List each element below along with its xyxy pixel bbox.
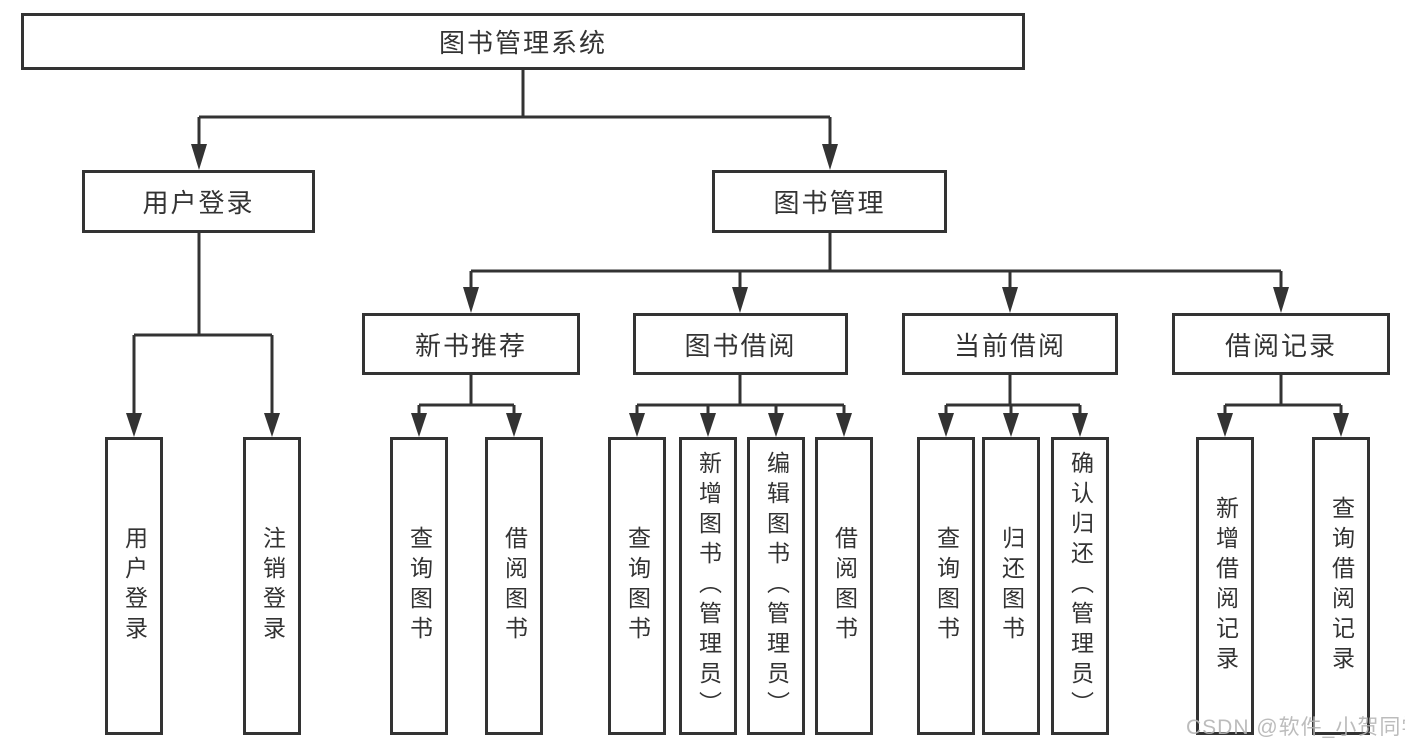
connector-new-book <box>417 375 516 417</box>
connector-book-borrow <box>635 375 846 417</box>
connector-borrow-records <box>1223 375 1343 417</box>
leaf-user-login-label: 用户登录 <box>121 526 148 646</box>
node-book-borrow: 图书借阅 <box>633 313 848 375</box>
node-book-borrow-label: 图书借阅 <box>684 330 797 361</box>
leaf-query-books-recommend-label: 查询图书 <box>406 526 433 646</box>
leaf-query-books-borrow-label: 查询图书 <box>624 526 651 646</box>
node-book-management: 图书管理 <box>712 170 947 233</box>
leaf-borrow-books-recommend-label: 借阅图书 <box>501 526 528 646</box>
leaf-query-books-borrow: 查询图书 <box>608 437 666 735</box>
node-user-login: 用户登录 <box>82 170 315 233</box>
node-borrow-records-label: 借阅记录 <box>1224 330 1337 361</box>
leaf-add-borrow-record: 新增借阅记录 <box>1196 437 1254 735</box>
leaf-borrow-books-borrow: 借阅图书 <box>815 437 873 735</box>
node-current-borrow-label: 当前借阅 <box>953 330 1066 361</box>
node-new-book-recommend: 新书推荐 <box>362 313 580 375</box>
connector-user-login <box>132 233 274 416</box>
node-user-login-label: 用户登录 <box>142 188 255 218</box>
leaf-query-books-current-label: 查询图书 <box>933 526 960 646</box>
node-root-label: 图书管理系统 <box>438 28 607 58</box>
node-borrow-records: 借阅记录 <box>1172 313 1390 375</box>
leaf-return-book-label: 归还图书 <box>998 526 1025 646</box>
csdn-watermark: CSDN @软件_小贺同学 <box>1186 716 1405 739</box>
leaf-query-borrow-record-label: 查询借阅记录 <box>1328 496 1355 676</box>
leaf-borrow-books-borrow-label: 借阅图书 <box>831 526 858 646</box>
leaf-query-books-current: 查询图书 <box>917 437 975 735</box>
leaf-logout: 注销登录 <box>243 437 301 735</box>
connector-root <box>197 70 832 147</box>
leaf-add-borrow-record-label: 新增借阅记录 <box>1212 496 1239 676</box>
leaf-query-books-recommend: 查询图书 <box>390 437 448 735</box>
arrowheads <box>126 144 1349 437</box>
leaf-logout-label: 注销登录 <box>259 526 286 646</box>
leaf-edit-book-admin-label: 编辑图书（管理员） <box>763 451 790 721</box>
node-current-borrow: 当前借阅 <box>902 313 1118 375</box>
leaf-add-book-admin-label: 新增图书（管理员） <box>695 451 722 721</box>
leaf-confirm-return-admin: 确认归还（管理员） <box>1051 437 1109 735</box>
node-root: 图书管理系统 <box>21 13 1025 70</box>
connector-current-borrow <box>944 375 1082 417</box>
leaf-confirm-return-admin-label: 确认归还（管理员） <box>1067 451 1094 721</box>
connector-book-management <box>469 233 1283 290</box>
leaf-edit-book-admin: 编辑图书（管理员） <box>747 437 805 735</box>
leaf-query-borrow-record: 查询借阅记录 <box>1312 437 1370 735</box>
leaf-user-login: 用户登录 <box>105 437 163 735</box>
node-book-management-label: 图书管理 <box>773 188 886 218</box>
leaf-return-book: 归还图书 <box>982 437 1040 735</box>
leaf-borrow-books-recommend: 借阅图书 <box>485 437 543 735</box>
node-new-book-recommend-label: 新书推荐 <box>414 330 527 361</box>
leaf-add-book-admin: 新增图书（管理员） <box>679 437 737 735</box>
